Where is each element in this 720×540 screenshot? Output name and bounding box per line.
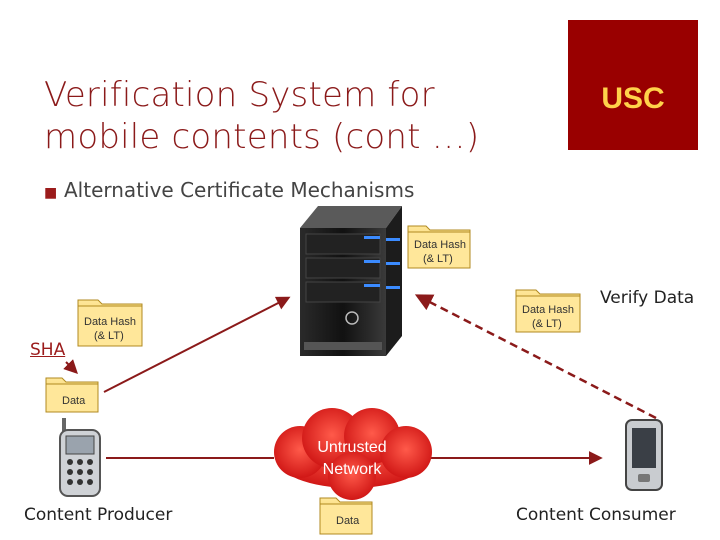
folder-icon-hash-server: Data Hash (& LT) [407, 225, 471, 269]
folder-hash-line1: Data Hash [522, 304, 574, 316]
server-icon [300, 206, 402, 356]
title-line-1: Verification System for [44, 75, 435, 115]
arrow-producer-to-server [103, 296, 291, 393]
bullet-text: Alternative Certificate Mechanisms [64, 178, 415, 202]
square-bullet-icon: ■ [44, 185, 58, 201]
verify-data-label: Verify Data [600, 288, 695, 308]
bullet-item: ■ Alternative Certificate Mechanisms [44, 178, 414, 202]
folder-icon-data-producer: Data [45, 377, 99, 413]
sha-link[interactable]: SHA [30, 340, 66, 360]
network-line2: Network [323, 461, 383, 478]
content-producer-label: Content Producer [24, 505, 173, 525]
content-consumer-label: Content Consumer [516, 505, 676, 525]
folder-icon-data-network: Data [319, 497, 373, 535]
folder-icon-hash-verify: Data Hash (& LT) [515, 289, 581, 333]
folder-hash-line2: (& LT) [94, 330, 124, 342]
folder-icon-hash-producer: Data Hash (& LT) [77, 299, 143, 347]
folder-hash-line2: (& LT) [532, 318, 562, 330]
folder-data-label: Data [336, 515, 360, 527]
logo-text: USC [601, 82, 665, 115]
network-line1: Untrusted [317, 439, 386, 456]
usc-logo: USC [568, 20, 698, 150]
folder-data-label: Data [62, 395, 86, 407]
phone-icon-consumer [625, 419, 663, 491]
arrow-sha [63, 359, 78, 374]
cloud-icon-network: Untrusted Network [274, 408, 432, 500]
folder-hash-line2: (& LT) [423, 253, 453, 265]
arrow-server-to-consumer [414, 294, 657, 420]
folder-hash-line1: Data Hash [414, 239, 466, 251]
folder-hash-line1: Data Hash [84, 316, 136, 328]
slide-title: Verification System for mobile contents … [44, 74, 544, 158]
title-line-2: mobile contents (cont …) [44, 117, 480, 157]
phone-icon-producer [59, 418, 101, 497]
